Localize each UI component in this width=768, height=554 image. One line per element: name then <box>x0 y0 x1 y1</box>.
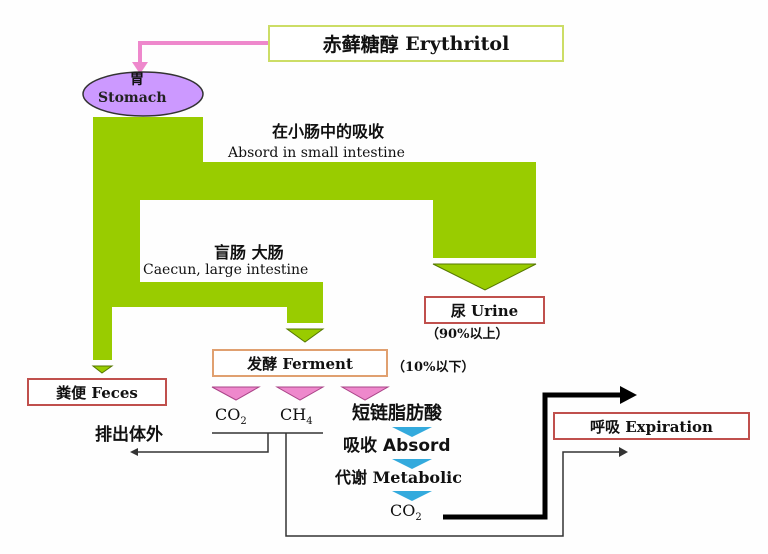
erythritol-to-stomach-arrow <box>138 41 268 64</box>
ch4-sub: 4 <box>306 416 313 428</box>
gas-to-expiration-line <box>285 433 620 537</box>
urine-box: 尿 Urine <box>424 296 545 324</box>
small-intestine-cn: 在小肠中的吸收 <box>272 122 385 141</box>
ch4-triangle <box>275 386 325 401</box>
pink-arrowhead <box>132 62 148 74</box>
blue-triangle-2 <box>392 459 432 469</box>
ferment-triangle <box>285 328 325 343</box>
ferment-box: 发酵 Ferment <box>212 349 388 377</box>
co2-text: CO <box>215 405 241 424</box>
urine-triangle <box>432 263 537 291</box>
expiration-box: 呼吸 Expiration <box>553 412 750 440</box>
ch4-product: CH4 <box>280 407 313 427</box>
co2-step-text: CO <box>390 501 416 520</box>
blue-triangle-1 <box>392 427 432 437</box>
feces-box: 粪便 Feces <box>27 378 167 406</box>
small-intestine-en: Absord in small intestine <box>228 145 405 161</box>
absorb-step: 吸收 Absord <box>343 436 451 456</box>
co2-sub: 2 <box>240 416 247 428</box>
co2-step-sub: 2 <box>415 512 422 524</box>
co2-triangle <box>211 386 261 401</box>
excrete-label: 排出体外 <box>95 425 163 445</box>
thick-arrowhead <box>620 386 637 404</box>
ch4-text: CH <box>280 405 307 424</box>
co2-to-expiration-arrow <box>443 392 622 520</box>
urine-percent: （90%以上） <box>426 327 509 342</box>
large-intestine-en: Caecun, large intestine <box>143 262 309 278</box>
title-cn: 赤藓糖醇 <box>322 34 399 56</box>
ferment-percent: （10%以下） <box>392 360 475 375</box>
excrete-arrow-line <box>136 433 269 453</box>
large-intestine-cn: 盲肠 大肠 <box>214 243 284 262</box>
co2-step: CO2 <box>390 503 422 523</box>
expiration-thin-arrowhead <box>619 447 628 457</box>
digestive-tract <box>93 117 536 360</box>
metabolic-step: 代谢 Metabolic <box>335 468 462 487</box>
excrete-arrowhead <box>130 448 138 456</box>
erythritol-title-box: 赤藓糖醇 Erythritol <box>268 25 564 62</box>
blue-triangle-3 <box>392 491 432 501</box>
title-en: Erythritol <box>405 32 510 55</box>
stomach-en: Stomach <box>98 90 167 106</box>
scfa-product: 短链脂肪酸 <box>352 403 442 424</box>
co2-product: CO2 <box>215 407 247 427</box>
stomach-cn: 胃 <box>130 72 144 88</box>
stomach-shape <box>82 71 204 117</box>
scfa-triangle <box>340 386 390 401</box>
feces-triangle <box>91 365 114 374</box>
